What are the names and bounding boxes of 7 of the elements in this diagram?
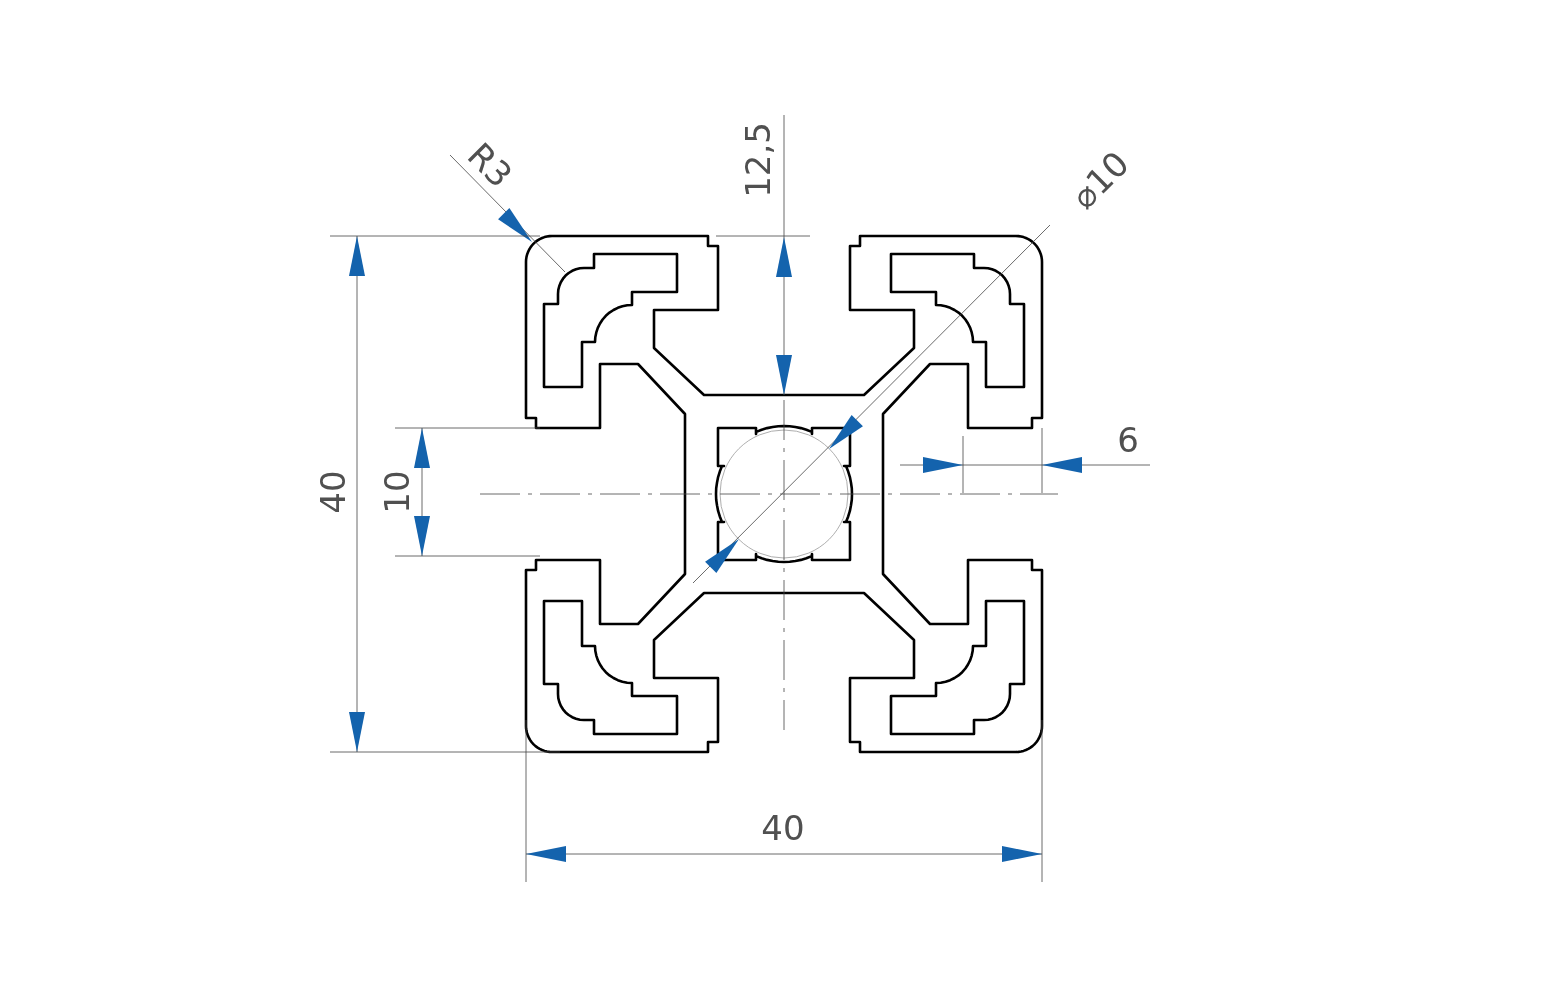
- dimension-label: R3: [462, 137, 518, 193]
- dimension-label: 40: [316, 470, 350, 514]
- dimension-label: 6: [1117, 423, 1139, 457]
- dimension-label: 10: [380, 470, 414, 514]
- dimension-label: ⌀10: [1065, 145, 1135, 215]
- dimension-label: 40: [761, 811, 805, 845]
- dimension-label: 12,5: [741, 122, 775, 198]
